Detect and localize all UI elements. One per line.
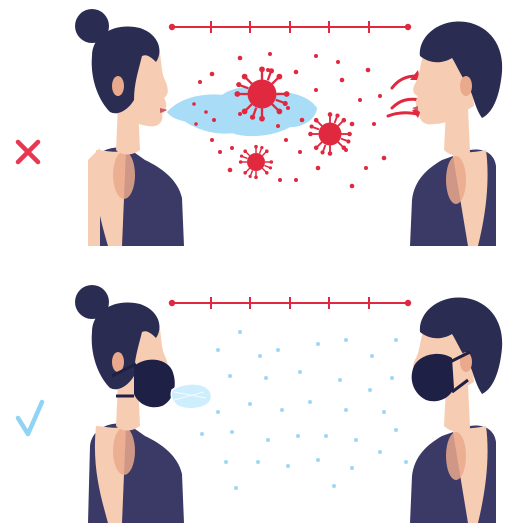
distance-ruler-icon <box>169 21 411 33</box>
panel-masked <box>18 285 502 523</box>
distance-ruler-icon <box>169 297 411 309</box>
virus-icon <box>234 66 289 121</box>
panel-unmasked <box>18 9 502 246</box>
virus-icon <box>239 145 273 179</box>
left-hair-bun <box>75 9 109 43</box>
left-person-masked <box>75 285 184 523</box>
breath-cloud <box>171 384 211 409</box>
right-person-masked <box>410 297 502 523</box>
cross-icon <box>18 142 38 162</box>
water-droplets <box>200 330 408 490</box>
left-person <box>75 9 184 246</box>
check-icon <box>18 402 42 434</box>
right-person <box>410 21 502 246</box>
